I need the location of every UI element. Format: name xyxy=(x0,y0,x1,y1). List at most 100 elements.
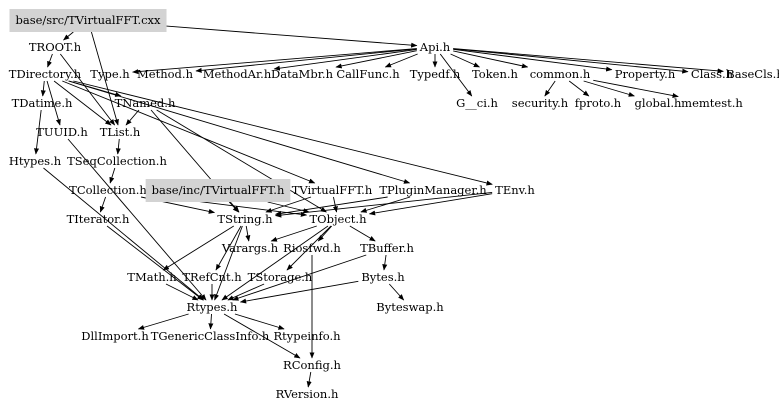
node-typedf[interactable]: Typedf.h xyxy=(410,67,461,81)
node-tdirectory[interactable]: TDirectory.h xyxy=(9,67,82,81)
node-gci[interactable]: G__ci.h xyxy=(456,96,498,110)
node-titerator[interactable]: TIterator.h xyxy=(67,212,130,226)
node-riosfwd[interactable]: Riosfwd.h xyxy=(283,241,341,255)
node-label: TMath.h xyxy=(127,270,177,284)
node-cxx[interactable]: base/src/TVirtualFFT.cxx xyxy=(9,9,167,32)
node-htypes[interactable]: Htypes.h xyxy=(9,154,62,168)
edge-titerator-to-rtypes xyxy=(106,225,204,301)
node-basecls[interactable]: BaseCls.h xyxy=(726,67,779,81)
node-methodar[interactable]: MethodAr.h xyxy=(203,67,272,81)
node-trefcnt[interactable]: TRefCnt.h xyxy=(182,270,242,284)
node-label: base/src/TVirtualFFT.cxx xyxy=(15,13,161,27)
edge-tdirectory-to-tuuid xyxy=(46,80,61,126)
node-tnamed[interactable]: TNamed.h xyxy=(115,96,176,110)
node-troot[interactable]: TROOT.h xyxy=(29,40,82,54)
node-memtest[interactable]: memtest.h xyxy=(681,96,743,110)
edge-rtypes-to-rtypeinfo xyxy=(234,313,285,330)
node-byteswap[interactable]: Byteswap.h xyxy=(376,300,444,314)
node-tcollection[interactable]: TCollection.h xyxy=(69,183,147,197)
edge-tobject-to-varargs xyxy=(270,225,317,242)
edge-tstring-to-rtypes xyxy=(214,225,243,301)
node-label: Riosfwd.h xyxy=(283,241,341,255)
node-tvirtualfft[interactable]: TVirtualFFT.h xyxy=(292,183,373,197)
edge-common-to-memtest xyxy=(593,79,679,98)
node-tgenericclassinfo[interactable]: TGenericClassInfo.h xyxy=(151,329,270,343)
edge-tbuffer-to-bytes xyxy=(382,254,388,271)
node-tstring[interactable]: TString.h xyxy=(217,212,273,226)
edge-api-to-method xyxy=(195,48,417,73)
edges-layer xyxy=(34,25,724,388)
node-tlist[interactable]: TList.h xyxy=(100,125,141,139)
edge-rtypes-to-tgenericclassinfo xyxy=(208,313,214,330)
node-label: DllImport.h xyxy=(81,329,149,343)
node-label: TObject.h xyxy=(310,212,368,226)
edge-api-to-datambr xyxy=(335,50,417,69)
edge-rconfig-to-rversion xyxy=(306,371,312,388)
node-class[interactable]: Class.h xyxy=(691,67,734,81)
node-tdatime[interactable]: TDatime.h xyxy=(12,96,73,110)
node-label: TList.h xyxy=(100,125,141,139)
node-label: TDirectory.h xyxy=(9,67,82,81)
node-rtypes[interactable]: Rtypes.h xyxy=(187,300,239,314)
node-label: RVersion.h xyxy=(276,387,339,401)
node-tseqcollection[interactable]: TSeqCollection.h xyxy=(67,154,167,168)
node-label: RConfig.h xyxy=(283,358,341,372)
edge-tdirectory-to-tenv xyxy=(73,80,493,186)
node-label: Typedf.h xyxy=(410,67,461,81)
edge-api-to-gci xyxy=(439,53,473,97)
node-datambr[interactable]: DataMbr.h xyxy=(271,67,334,81)
node-type[interactable]: Type.h xyxy=(90,67,130,81)
node-label: global.h xyxy=(635,96,683,110)
node-highlight xyxy=(9,9,167,32)
node-property[interactable]: Property.h xyxy=(615,67,676,81)
edge-cxx-to-api xyxy=(166,25,418,48)
node-tuuid[interactable]: TUUID.h xyxy=(36,125,88,139)
node-rversion[interactable]: RVersion.h xyxy=(276,387,339,401)
node-common[interactable]: common.h xyxy=(530,67,591,81)
node-tmath[interactable]: TMath.h xyxy=(127,270,177,284)
node-tenv[interactable]: TEnv.h xyxy=(495,183,535,197)
edge-tstring-to-trefcnt xyxy=(215,225,242,271)
edge-common-to-fproto xyxy=(568,80,590,97)
node-dllimport[interactable]: DllImport.h xyxy=(81,329,149,343)
node-label: Rtypes.h xyxy=(187,300,239,314)
edge-api-to-methodar xyxy=(273,49,417,71)
edge-tpluginmanager-to-tobject xyxy=(360,196,411,213)
node-token[interactable]: Token.h xyxy=(472,67,519,81)
edge-common-to-security xyxy=(544,80,556,97)
node-fproto[interactable]: fproto.h xyxy=(575,96,622,110)
node-label: TIterator.h xyxy=(67,212,130,226)
edge-tdirectory-to-tpluginmanager xyxy=(68,80,411,184)
edge-bytes-to-byteswap xyxy=(388,283,405,301)
node-method[interactable]: Method.h xyxy=(137,67,194,81)
node-label: Type.h xyxy=(90,67,130,81)
node-label: TEnv.h xyxy=(495,183,535,197)
node-global[interactable]: global.h xyxy=(635,96,683,110)
node-incfft[interactable]: base/inc/TVirtualFFT.h xyxy=(145,179,291,202)
node-tpluginmanager[interactable]: TPluginManager.h xyxy=(379,183,487,197)
node-rtypeinfo[interactable]: Rtypeinfo.h xyxy=(273,329,341,343)
edge-tenv-to-tstring xyxy=(274,192,493,218)
node-tbuffer[interactable]: TBuffer.h xyxy=(360,241,414,255)
edge-cxx-to-tlist xyxy=(90,31,119,126)
node-api[interactable]: Api.h xyxy=(419,40,451,54)
node-tstorage[interactable]: TStorage.h xyxy=(248,270,313,284)
edge-tdirectory-to-tdatime xyxy=(40,80,46,97)
edge-tmath-to-rtypes xyxy=(165,283,199,301)
node-callfunc[interactable]: CallFunc.h xyxy=(336,67,400,81)
node-label: Byteswap.h xyxy=(376,300,444,314)
node-rconfig[interactable]: RConfig.h xyxy=(283,358,341,372)
node-tobject[interactable]: TObject.h xyxy=(310,212,368,226)
edge-api-to-callfunc xyxy=(384,53,418,68)
node-label: TBuffer.h xyxy=(360,241,414,255)
edge-cxx-to-troot xyxy=(63,31,74,41)
edge-tstorage-to-rtypes xyxy=(227,283,265,301)
node-varargs[interactable]: Varargs.h xyxy=(221,241,279,255)
edge-htypes-to-rtypes xyxy=(43,167,204,301)
edge-tnamed-to-tobject xyxy=(156,109,327,213)
node-highlight xyxy=(145,179,291,202)
node-bytes[interactable]: Bytes.h xyxy=(361,270,405,284)
edge-tobject-to-riosfwd xyxy=(317,225,333,242)
node-security[interactable]: security.h xyxy=(512,96,569,110)
